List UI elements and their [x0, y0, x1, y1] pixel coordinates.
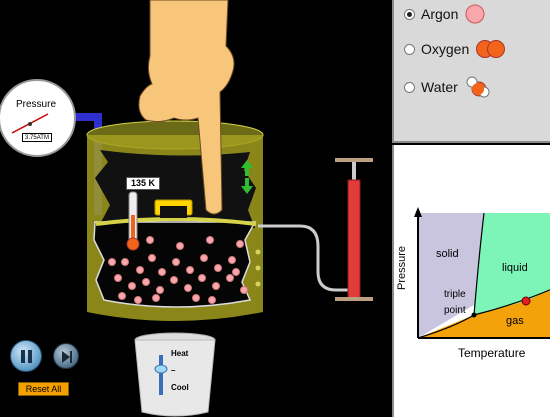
- liquid-region: [474, 213, 550, 315]
- molecule-label: Oxygen: [421, 41, 470, 57]
- molecule-panel: Argon Oxygen Water: [392, 0, 550, 143]
- thermometer-bulb: [126, 237, 140, 251]
- pressure-gauge: [0, 79, 76, 157]
- up-arrow-icon: [241, 160, 253, 176]
- oxygen-molecule-icon: [476, 40, 506, 58]
- state-marker: [521, 296, 531, 306]
- lid-handle-gap: [160, 206, 187, 218]
- pump-rod: [352, 162, 356, 182]
- radio-water[interactable]: [404, 81, 415, 93]
- cool-label: Cool: [171, 383, 189, 392]
- phase-diagram-panel: solid liquid gas triple point Pressure T…: [392, 145, 550, 417]
- solid-region: [418, 213, 484, 338]
- point-label: point: [444, 305, 466, 316]
- thermometer-fluid: [131, 215, 135, 243]
- molecule-option-water[interactable]: Water: [404, 74, 490, 100]
- molecule-option-oxygen[interactable]: Oxygen: [404, 36, 507, 62]
- argon-atom-icon: [465, 4, 485, 24]
- down-arrow-icon: [241, 178, 253, 194]
- solid-label: solid: [436, 248, 459, 260]
- liquid-label: liquid: [502, 262, 528, 274]
- radio-argon[interactable]: [404, 8, 415, 20]
- molecule-label: Water: [421, 79, 458, 95]
- reset-all-button[interactable]: Reset All: [18, 382, 69, 396]
- triple-label: triple: [444, 289, 466, 300]
- gauge-label: Pressure: [15, 99, 56, 110]
- thermometer-readout: 135 K: [126, 177, 160, 190]
- water-molecule-icon: [466, 76, 490, 98]
- heater-slider-knob[interactable]: [154, 364, 168, 374]
- step-button[interactable]: [53, 343, 79, 369]
- gas-label: gas: [506, 315, 524, 327]
- hand-icon: [138, 0, 235, 215]
- particles: [108, 236, 248, 304]
- pump-handle[interactable]: [335, 158, 373, 162]
- heater-separator: –: [171, 366, 176, 375]
- gauge-pivot: [28, 122, 32, 126]
- radio-oxygen[interactable]: [404, 43, 415, 55]
- molecule-label: Argon: [421, 6, 459, 22]
- lid: [95, 217, 257, 226]
- gauge-readout: 3.75ATM: [22, 133, 52, 142]
- heat-label: Heat: [171, 349, 189, 358]
- phase-diagram: [414, 207, 550, 339]
- pump-barrel[interactable]: [347, 179, 361, 299]
- y-axis-label: Pressure: [396, 245, 408, 291]
- triple-point-marker: [471, 312, 477, 318]
- pump-base: [335, 297, 373, 301]
- pump-hose: [258, 224, 348, 292]
- heater-bucket: [134, 339, 216, 417]
- pause-button[interactable]: [10, 340, 42, 372]
- molecule-option-argon[interactable]: Argon: [404, 1, 486, 27]
- x-axis-label: Temperature: [458, 346, 526, 360]
- heater-slider-track: [159, 355, 163, 395]
